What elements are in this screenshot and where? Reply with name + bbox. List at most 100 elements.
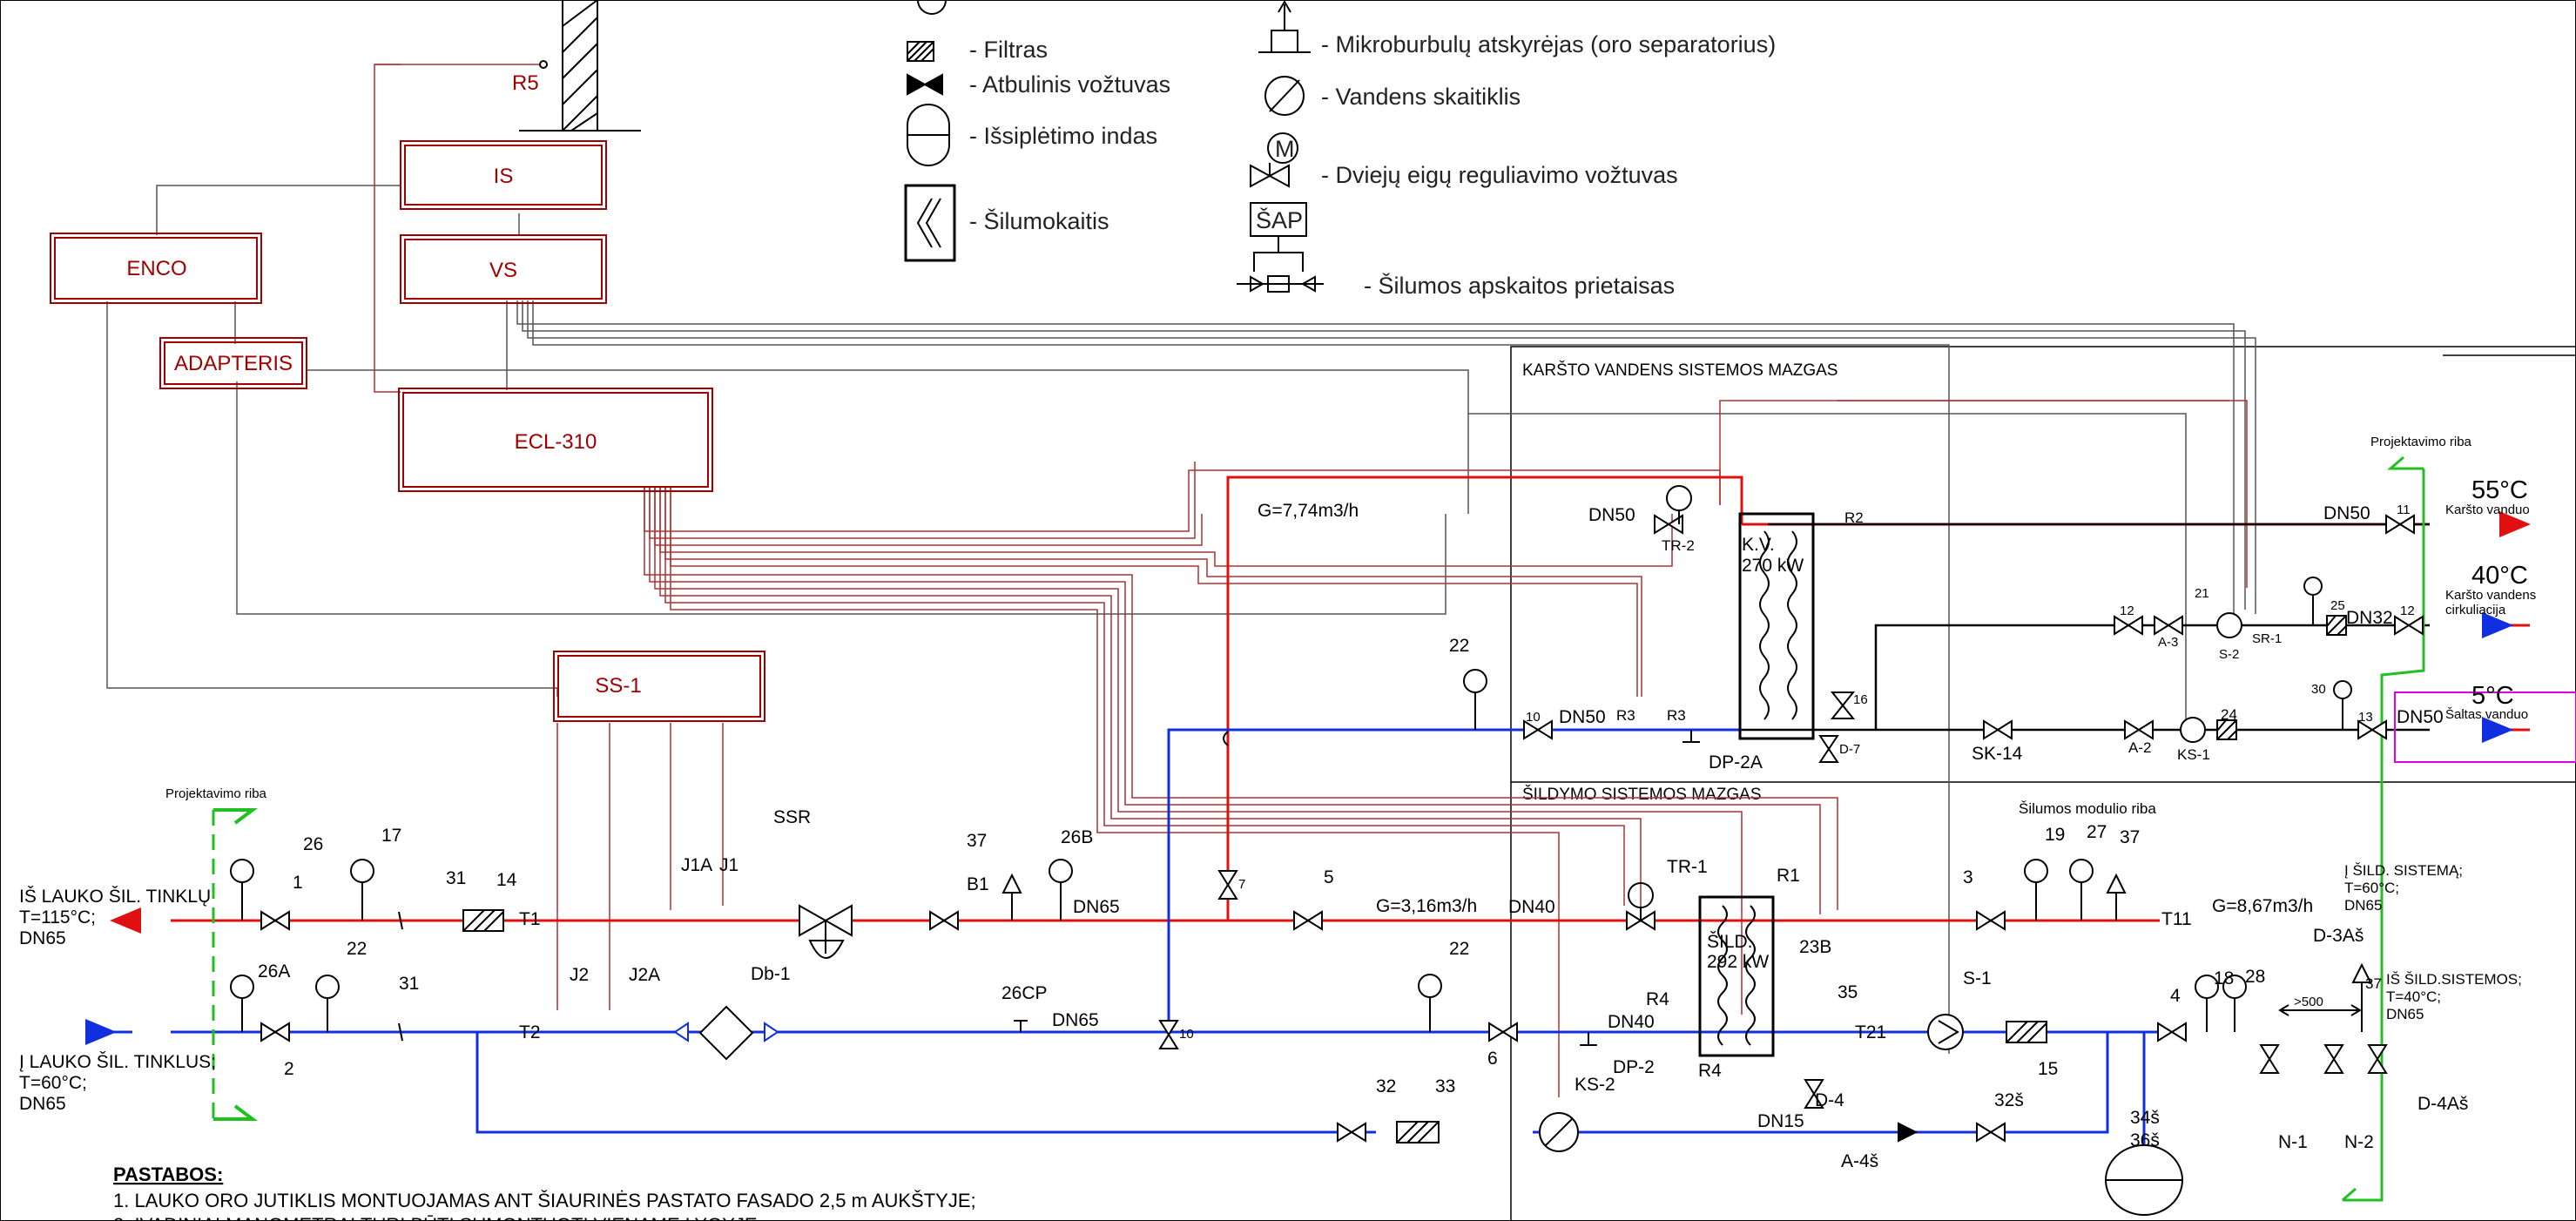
tag-n2: N-2 <box>2344 1132 2374 1152</box>
tag-dn50c: DN50 <box>1588 505 1635 525</box>
inlet-supply-line2: T=115°C; <box>19 907 96 928</box>
tag-sk14: SK-14 <box>1972 744 2023 764</box>
tag-dn40b: DN40 <box>1608 1012 1655 1032</box>
tag-2: 2 <box>284 1059 294 1079</box>
tag-27: 27 <box>2087 822 2107 842</box>
inlet-supply-line1: IŠ LAUKO ŠIL. TINKLŲ <box>19 887 211 907</box>
tag-dn65b: DN65 <box>1052 1010 1099 1030</box>
controller-ss1: SS-1 <box>595 674 641 698</box>
tag-16: 16 <box>1853 692 1868 707</box>
controller-is: IS <box>494 165 514 188</box>
tag-33: 33 <box>1435 1076 1455 1096</box>
equipment-tags: T1 T2 T11 T21 26 17 31 14 1 26A 22 31 2 … <box>258 503 2468 1171</box>
tag-r3b: R3 <box>1667 707 1686 724</box>
tag-tr2: TR-2 <box>1662 537 1695 554</box>
valves <box>260 514 2424 1143</box>
controllers <box>50 140 765 722</box>
tag-dn50b: DN50 <box>2397 707 2444 727</box>
circulation-label-2: cirkuliacija <box>2445 603 2506 617</box>
legend-check-valve: - Atbulinis vožtuvas <box>969 71 1170 98</box>
tag-12b: 12 <box>2400 604 2415 618</box>
controller-ecl: ECL-310 <box>515 430 597 454</box>
tag-b1: B1 <box>967 874 989 894</box>
tag-s2: S-2 <box>2219 647 2239 662</box>
outlet-hs-line1: Į ŠILD. SISTEMĄ; <box>2344 862 2463 879</box>
hx-heating-power: 292 kW <box>1707 952 1769 972</box>
tag-6: 6 <box>1487 1049 1498 1069</box>
cold-water-temp: 5°C <box>2471 682 2514 710</box>
equipment <box>230 485 2372 1216</box>
tag-r4b: R4 <box>1698 1061 1722 1081</box>
project-boundary <box>212 455 2425 1202</box>
tag-ks1: KS-1 <box>2177 746 2210 763</box>
flow-g2: G=3,16m3/h <box>1376 896 1477 916</box>
flow-g1: G=7,74m3/h <box>1258 501 1359 521</box>
hx-dhw-name: K.V. <box>1742 535 1775 555</box>
tag-r3a: R3 <box>1616 707 1635 724</box>
tag-32: 32 <box>1376 1076 1396 1096</box>
tag-10a: 10 <box>1179 1027 1194 1042</box>
tag-19: 19 <box>2045 825 2065 845</box>
tag-sr1: SR-1 <box>2252 631 2282 646</box>
circulation-label-1: Karšto vandens <box>2445 588 2536 603</box>
tag-d7: D-7 <box>1839 742 1860 757</box>
dhw-section-title: KARŠTO VANDENS SISTEMOS MAZGAS <box>1522 361 1838 380</box>
controller-adapter: ADAPTERIS <box>174 352 293 375</box>
tag-ks2: KS-2 <box>1575 1075 1615 1095</box>
tag-34s: 34š <box>2130 1108 2160 1128</box>
flow-arrows <box>85 511 2531 1045</box>
outdoor-sensor-wall <box>519 0 641 132</box>
tag-j2a: J2A <box>629 965 660 985</box>
tag-a3: A-3 <box>2158 635 2178 650</box>
tag-37c: 37 <box>2365 975 2382 992</box>
inlet-return-line2: T=60°C; <box>19 1073 87 1093</box>
tag-37a: 37 <box>967 831 987 851</box>
legend <box>904 0 1324 293</box>
tag-15: 15 <box>2038 1059 2058 1079</box>
tag-d4as: D-4Aš <box>2418 1094 2468 1114</box>
tag-n1: N-1 <box>2278 1132 2308 1152</box>
legend-heat-meter: - Šilumos apskaitos prietaisas <box>1364 272 1675 299</box>
tag-26a: 26A <box>258 961 290 982</box>
notes-line1: 1. LAUKO ORO JUTIKLIS MONTUOJAMAS ANT ŠI… <box>113 1190 976 1211</box>
boundary-left-label: Projektavimo riba <box>165 786 267 801</box>
notes-line2: 2. IVADINIAI MANOMETRAI TURI BŪTI SUMONT… <box>113 1214 763 1221</box>
tag-r1: R1 <box>1777 866 1800 886</box>
outlet-labels: Į ŠILD. SISTEMĄ; T=60°C; DN65 IŠ ŠILD.SI… <box>2344 476 2536 1022</box>
tag-a4s: A-4š <box>1841 1151 1878 1171</box>
controller-wiring <box>106 64 2256 1097</box>
inlet-return-line3: DN65 <box>19 1094 66 1114</box>
tag-a2: A-2 <box>2128 739 2151 756</box>
tag-31b: 31 <box>399 974 419 994</box>
boundary-top-label: Projektavimo riba <box>2370 435 2472 449</box>
tag-tr1: TR-1 <box>1667 857 1708 877</box>
tag-db1: Db-1 <box>751 964 791 984</box>
flow-g3: G=8,67m3/h <box>2212 896 2313 916</box>
tag-dn40a: DN40 <box>1508 897 1555 917</box>
tag-26cp: 26CP <box>1001 983 1048 1003</box>
tag-4: 4 <box>2170 986 2181 1006</box>
tag-22b: 22 <box>1449 939 1469 959</box>
tag-ssr: SSR <box>773 807 811 827</box>
tag-r4a: R4 <box>1646 989 1669 1009</box>
inlet-return-line1: Į LAUKO ŠIL. TINKLUS; <box>19 1052 216 1072</box>
notes: PASTABOS: 1. LAUKO ORO JUTIKLIS MONTUOJA… <box>113 1164 976 1221</box>
outlet-hr-line1: IŠ ŠILD.SISTEMOS; <box>2386 971 2522 988</box>
heat-exchanger-labels: K.V. 270 kW ŠILD. 292 kW <box>1707 535 1804 972</box>
flow-labels: G=7,74m3/h G=3,16m3/h G=8,67m3/h <box>1258 501 2313 916</box>
controller-vs: VS <box>489 259 517 282</box>
tag-5: 5 <box>1324 867 1334 887</box>
tag-d4: D-4 <box>1815 1090 1844 1110</box>
outlet-hr-line3: DN65 <box>2386 1006 2424 1022</box>
outlet-hr-line2: T=40°C; <box>2386 988 2441 1005</box>
tag-d3as: D-3Aš <box>2313 926 2364 946</box>
tag-32s: 32š <box>1994 1090 2024 1110</box>
legend-filter: - Filtras <box>969 37 1048 63</box>
circulation-temp: 40°C <box>2471 562 2528 590</box>
legend-water-meter: - Vandens skaitiklis <box>1321 84 1521 110</box>
tag-23b: 23B <box>1799 937 1831 957</box>
tag-10b: 10 <box>1526 710 1541 725</box>
tag-dn50d: DN50 <box>2323 503 2370 523</box>
